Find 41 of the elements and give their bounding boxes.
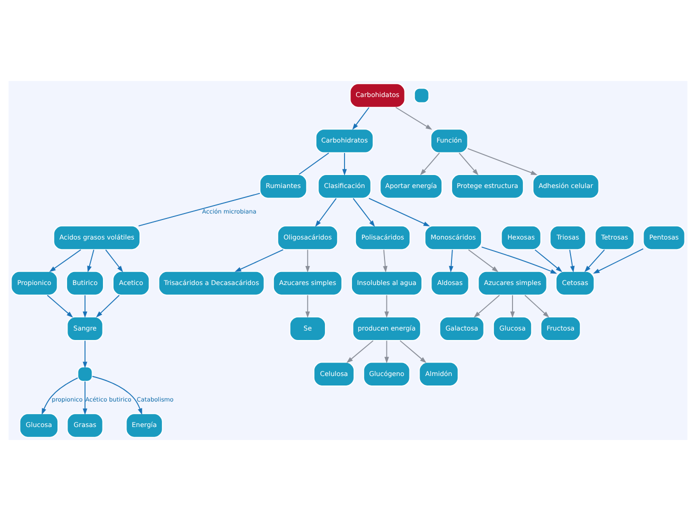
arrow xyxy=(468,248,498,272)
arrow xyxy=(384,294,389,318)
arrow xyxy=(305,294,310,318)
arrow xyxy=(82,380,88,415)
arrow xyxy=(524,294,550,318)
arrow xyxy=(481,246,558,274)
arrow xyxy=(510,294,515,318)
connector xyxy=(298,152,330,174)
arrow xyxy=(584,248,605,272)
arrow xyxy=(400,340,426,363)
arrow xyxy=(42,377,78,414)
arrow xyxy=(82,340,88,368)
arrow xyxy=(474,294,500,318)
node-box xyxy=(414,87,430,103)
arrow xyxy=(234,248,284,272)
arrow xyxy=(368,197,430,226)
arrow xyxy=(92,375,142,414)
arrow xyxy=(534,248,562,272)
arrow xyxy=(467,148,538,174)
arrow xyxy=(305,248,310,272)
arrow xyxy=(593,248,644,274)
connector xyxy=(138,192,260,226)
arrow xyxy=(49,248,82,272)
arrow xyxy=(420,152,440,175)
arrow xyxy=(382,248,388,272)
arrow xyxy=(569,248,575,272)
arrow xyxy=(395,106,432,130)
arrow xyxy=(46,294,74,318)
arrow xyxy=(384,340,389,363)
arrow xyxy=(458,152,478,175)
arrow xyxy=(352,106,370,130)
arrow xyxy=(342,152,347,176)
arrow xyxy=(96,294,120,317)
arrow xyxy=(315,197,337,226)
arrow xyxy=(82,294,88,318)
arrow xyxy=(346,340,374,363)
arrow xyxy=(105,248,124,272)
node-box xyxy=(77,366,93,382)
arrow xyxy=(87,248,94,272)
arrow xyxy=(448,248,454,272)
arrow xyxy=(352,197,375,226)
